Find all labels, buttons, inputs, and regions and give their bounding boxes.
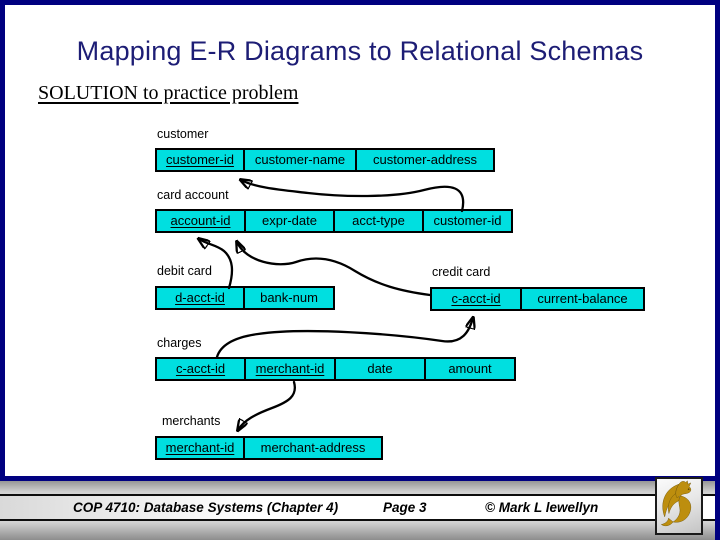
arrow-charges.c-acct-id-to-credit-card.c-acct-id <box>215 318 473 359</box>
attribute-cell-expr-date: expr-date <box>246 211 333 231</box>
attribute-cell-d-acct-id: d-acct-id <box>157 288 243 308</box>
attribute-cell-merchant-id: merchant-id <box>157 438 243 458</box>
slide-subtitle: SOLUTION to practice problem <box>38 82 299 104</box>
arrow-charges.merchant-id-to-merchants.merchant-id <box>238 380 297 430</box>
attribute-cell-customer-id: customer-id <box>157 150 243 170</box>
footer-strip: COP 4710: Database Systems (Chapter 4) P… <box>0 477 720 540</box>
footer-bar: COP 4710: Database Systems (Chapter 4) P… <box>0 494 715 521</box>
arrow-card-account.customer-id-to-customer.customer-id <box>241 180 465 213</box>
footer-course: COP 4710: Database Systems (Chapter 4) <box>73 500 339 515</box>
attribute-cell-bank-num: bank-num <box>245 288 333 308</box>
attribute-cell-c-acct-id: c-acct-id <box>157 359 244 379</box>
attribute-cell-merchant-id: merchant-id <box>246 359 334 379</box>
footer-copyright: © Mark L lewellyn <box>485 500 599 515</box>
ucf-pegasus-logo <box>660 480 692 527</box>
attribute-cell-acct-type: acct-type <box>335 211 422 231</box>
attribute-cell-c-acct-id: c-acct-id <box>432 289 520 309</box>
table-label-credit-card: credit card <box>432 265 491 279</box>
ucf-logo-box <box>655 477 703 535</box>
attribute-cell-current-balance: current-balance <box>522 289 643 309</box>
table-label-merchants: merchants <box>162 414 221 428</box>
relationship-arrows <box>0 0 720 481</box>
table-label-debit-card: debit card <box>157 264 212 278</box>
attribute-cell-account-id: account-id <box>157 211 244 231</box>
attribute-cell-merchant-address: merchant-address <box>245 438 381 458</box>
attribute-cell-customer-id: customer-id <box>424 211 511 231</box>
attribute-cell-amount: amount <box>426 359 514 379</box>
table-label-charges: charges <box>157 336 202 350</box>
attribute-cell-customer-name: customer-name <box>245 150 355 170</box>
slide-title: Mapping E-R Diagrams to Relational Schem… <box>76 36 644 66</box>
attribute-cell-date: date <box>336 359 424 379</box>
attribute-cell-customer-address: customer-address <box>357 150 493 170</box>
table-label-card-account: card account <box>157 188 229 202</box>
table-label-customer: customer <box>157 127 209 141</box>
footer-page-number: Page 3 <box>383 500 427 515</box>
slide-frame: Mapping E-R Diagrams to Relational Schem… <box>0 0 720 481</box>
